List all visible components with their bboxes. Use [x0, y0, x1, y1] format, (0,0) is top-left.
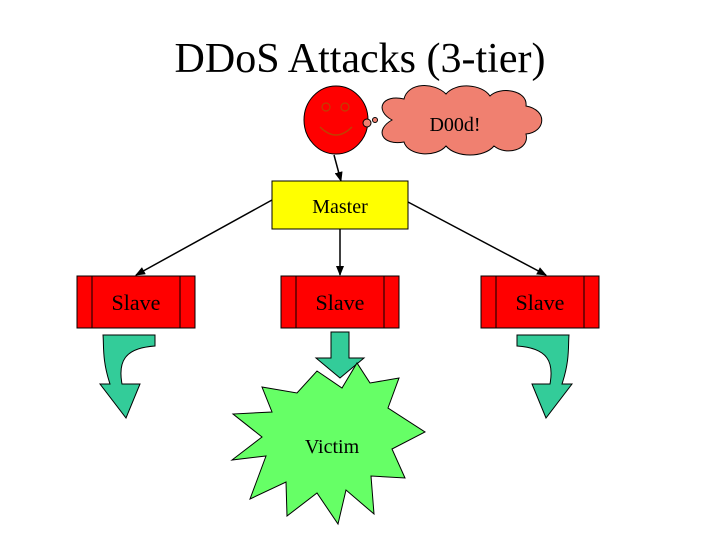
arrow-master-to-slave-left — [135, 199, 273, 276]
slave-node-right: Slave — [480, 275, 600, 329]
down-attack-arrow-icon — [314, 331, 366, 379]
slide-title: DDoS Attacks (3-tier) — [174, 36, 546, 82]
curved-attack-arrow-left-icon — [98, 334, 156, 419]
thought-cloud: D00d! — [362, 85, 543, 156]
victim-burst: Victim — [230, 362, 426, 526]
connectors — [135, 154, 547, 276]
slave-node-left: Slave — [76, 275, 196, 329]
thought-text: D00d! — [429, 114, 480, 136]
slave-label: Slave — [112, 290, 161, 315]
slave-label: Slave — [316, 290, 365, 315]
slave-node-center: Slave — [280, 275, 400, 329]
master-label: Master — [312, 196, 368, 218]
arrow-attacker-to-master — [333, 154, 343, 182]
victim-label: Victim — [305, 436, 360, 458]
curved-attack-arrow-right-icon — [516, 334, 574, 419]
attacker-face-icon — [303, 85, 369, 155]
arrow-master-to-slave-right — [407, 201, 547, 276]
master-node: Master — [271, 180, 409, 230]
slave-label: Slave — [516, 290, 565, 315]
